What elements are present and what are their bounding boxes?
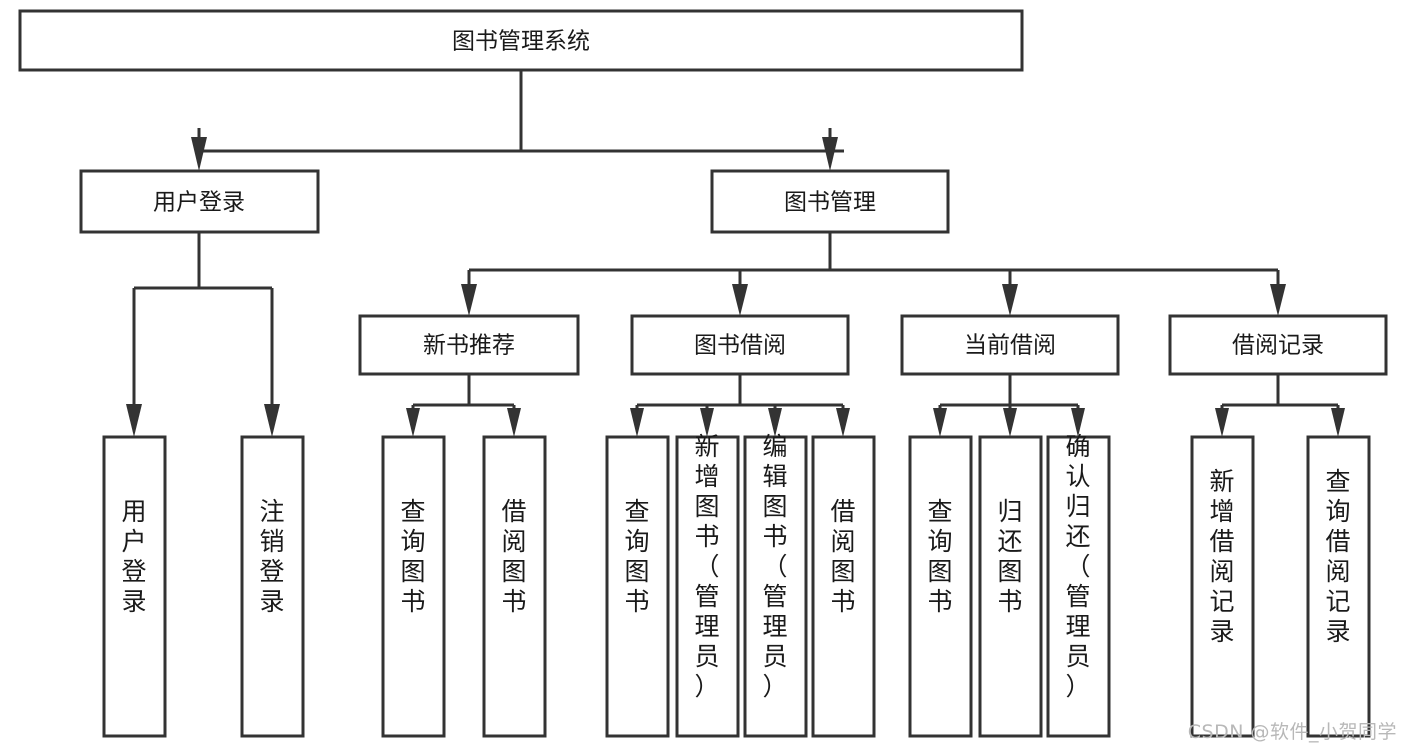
node-book-borrow-label: 图书借阅: [694, 333, 786, 359]
leaf-node-borrow-book-1-label: 借阅图书: [501, 497, 526, 616]
leaf-node-edit-book-box[interactable]: [743, 435, 808, 738]
arrowhead-leaf-edit-book: [768, 408, 782, 437]
leaf-node-confirm-return[interactable]: 确认归还（管理员）: [1046, 432, 1111, 738]
leaf-node-user-login-box[interactable]: [102, 435, 167, 738]
arrowhead-leaf-user-logout: [264, 404, 280, 437]
arrowhead-leaf-query-book-2: [630, 408, 644, 437]
leaf-node-add-book[interactable]: 新增图书（管理员）: [675, 432, 740, 738]
leaf-node-return-book-label: 归还图书: [997, 497, 1022, 616]
leaf-node-query-book-2-box[interactable]: [605, 435, 670, 738]
leaf-node-query-book-3-label: 查询图书: [927, 497, 952, 616]
node-root[interactable]: 图书管理系统: [18, 9, 1024, 72]
leaf-node-query-record[interactable]: 查询借阅记录: [1306, 435, 1371, 738]
leaf-node-query-record-box[interactable]: [1306, 435, 1371, 738]
leaf-node-user-logout-box[interactable]: [240, 435, 305, 738]
arrowhead-leaf-query-record: [1331, 408, 1345, 437]
arrowhead-new-book-recommend: [461, 284, 477, 316]
node-borrow-record[interactable]: 借阅记录: [1168, 314, 1388, 376]
node-user-login-box[interactable]: [79, 169, 320, 234]
leaf-node-query-book-2-label: 查询图书: [624, 497, 649, 616]
leaf-node-query-book-2[interactable]: 查询图书: [605, 435, 670, 738]
leaf-node-borrow-book-1-box[interactable]: [482, 435, 547, 738]
leaf-node-query-book-1-label: 查询图书: [400, 497, 425, 616]
node-user-login[interactable]: 用户登录: [79, 169, 320, 234]
leaf-node-borrow-book-2[interactable]: 借阅图书: [811, 435, 876, 738]
leaf-node-return-book[interactable]: 归还图书: [978, 435, 1043, 738]
arrowhead-leaf-return-book: [1003, 408, 1017, 437]
leaf-node-edit-book-label: 编辑图书（管理员）: [762, 432, 787, 701]
arrowhead-book-borrow: [732, 284, 748, 316]
node-new-book-recommend[interactable]: 新书推荐: [358, 314, 580, 376]
leaf-node-add-record-box[interactable]: [1190, 435, 1255, 738]
leaf-node-user-logout[interactable]: 注销登录: [240, 435, 305, 738]
node-new-book-recommend-label: 新书推荐: [423, 333, 515, 359]
arrowhead-leaf-confirm-return: [1071, 408, 1085, 437]
leaf-node-user-logout-label: 注销登录: [259, 497, 284, 616]
node-root-label: 图书管理系统: [452, 29, 590, 55]
leaf-node-add-book-label: 新增图书（管理员）: [694, 432, 719, 701]
arrowhead-leaf-query-book-1: [406, 408, 420, 437]
leaf-node-user-login[interactable]: 用户登录: [102, 435, 167, 738]
arrowhead-borrow-record: [1270, 284, 1286, 316]
leaf-node-return-book-box[interactable]: [978, 435, 1043, 738]
leaf-node-query-book-1-box[interactable]: [381, 435, 446, 738]
leaf-node-user-login-label: 用户登录: [121, 497, 146, 616]
csdn-watermark: CSDN @软件_小贺同学: [1187, 721, 1397, 743]
node-borrow-record-box[interactable]: [1168, 314, 1388, 376]
leaf-node-add-record-label: 新增借阅记录: [1209, 467, 1234, 646]
leaf-node-borrow-book-1[interactable]: 借阅图书: [482, 435, 547, 738]
arrowhead-book-management: [822, 137, 838, 171]
node-book-borrow-box[interactable]: [630, 314, 850, 376]
node-book-management-label: 图书管理: [784, 190, 876, 216]
leaf-node-confirm-return-box[interactable]: [1046, 435, 1111, 738]
arrowhead-leaf-user-login: [126, 404, 142, 437]
arrowhead-leaf-query-book-3: [933, 408, 947, 437]
node-root-box[interactable]: [18, 9, 1024, 72]
arrowhead-leaf-borrow-book-2: [836, 408, 850, 437]
node-current-borrow-label: 当前借阅: [964, 333, 1056, 359]
leaf-node-query-book-1[interactable]: 查询图书: [381, 435, 446, 738]
arrowhead-user-login: [191, 137, 207, 171]
node-borrow-record-label: 借阅记录: [1232, 333, 1324, 359]
arrowhead-current-borrow: [1002, 284, 1018, 316]
leaf-node-borrow-book-2-label: 借阅图书: [830, 497, 855, 616]
leaf-node-edit-book[interactable]: 编辑图书（管理员）: [743, 432, 808, 738]
arrowhead-leaf-add-book: [700, 408, 714, 437]
node-current-borrow-box[interactable]: [900, 314, 1120, 376]
leaf-node-borrow-book-2-box[interactable]: [811, 435, 876, 738]
node-user-login-label: 用户登录: [153, 190, 245, 216]
leaf-node-query-record-label: 查询借阅记录: [1325, 467, 1350, 646]
leaf-node-query-book-3-box[interactable]: [908, 435, 973, 738]
leaf-node-add-record[interactable]: 新增借阅记录: [1190, 435, 1255, 738]
leaf-node-query-book-3[interactable]: 查询图书: [908, 435, 973, 738]
connector-layer: [126, 70, 1345, 437]
node-new-book-recommend-box[interactable]: [358, 314, 580, 376]
leaf-node-add-book-box[interactable]: [675, 435, 740, 738]
node-book-borrow[interactable]: 图书借阅: [630, 314, 850, 376]
arrowhead-leaf-add-record: [1215, 408, 1229, 437]
leaf-node-confirm-return-label: 确认归还（管理员）: [1065, 432, 1090, 701]
node-current-borrow[interactable]: 当前借阅: [900, 314, 1120, 376]
arrowhead-leaf-borrow-book-1: [507, 408, 521, 437]
node-book-management[interactable]: 图书管理: [710, 169, 950, 234]
node-book-management-box[interactable]: [710, 169, 950, 234]
